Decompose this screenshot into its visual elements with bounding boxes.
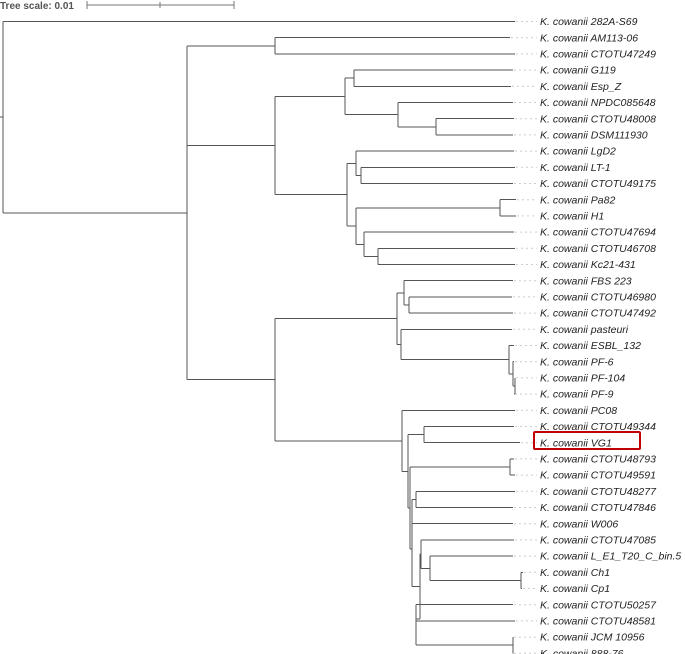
leaf-label: K. cowanii H1	[540, 211, 604, 223]
leaf-label: K. cowanii CTOTU48277	[540, 486, 657, 498]
leaf-label: K. cowanii DSM111930	[540, 130, 648, 142]
leaf-label: K. cowanii PF-9	[540, 389, 614, 401]
tree-scale-label: Tree scale: 0.01	[0, 1, 74, 12]
leaf-label: K. cowanii LT-1	[540, 162, 611, 174]
leaf-label: K. cowanii CTOTU47249	[540, 49, 656, 61]
leaf-label: K. cowanii L_E1_T20_C_bin.5	[540, 551, 681, 563]
leaf-label: K. cowanii Kc21-431	[540, 259, 636, 271]
leaf-label: K. cowanii CTOTU50257	[540, 599, 657, 611]
leaf-guides	[511, 21, 537, 654]
leaf-label: K. cowanii CTOTU48581	[540, 616, 656, 628]
leaf-label: K. cowanii PC08	[540, 405, 617, 417]
leaf-label: K. cowanii AM113-06	[540, 32, 638, 44]
tree-branches	[0, 21, 523, 654]
leaf-label: K. cowanii G119	[540, 65, 616, 77]
leaf-label: K. cowanii CTOTU48793	[540, 454, 656, 466]
scale-legend: Tree scale: 0.01	[0, 1, 235, 12]
leaf-label: K. cowanii CTOTU47085	[540, 535, 656, 547]
leaf-label: K. cowanii LgD2	[540, 146, 616, 158]
highlighted-leaf-label: K. cowanii VG1	[540, 437, 612, 449]
leaf-label: K. cowanii pasteuri	[540, 324, 629, 336]
leaf-label: K. cowanii CTOTU46708	[540, 243, 656, 255]
leaf-label: K. cowanii Ch1	[540, 567, 610, 579]
leaf-label: K. cowanii ESBL_132	[540, 340, 641, 352]
leaf-label: K. cowanii PF-6	[540, 356, 614, 368]
leaf-label: K. cowanii 282A-S69	[540, 16, 638, 28]
highlight-box	[533, 431, 641, 450]
leaf-label: K. cowanii 888-76	[540, 648, 624, 654]
leaf-label: K. cowanii CTOTU49175	[540, 178, 656, 190]
leaf-label: K. cowanii W006	[540, 518, 618, 530]
leaf-labels: K. cowanii 282A-S69 K. cowanii AM113-06K.…	[540, 16, 681, 654]
leaf-label: K. cowanii Pa82	[540, 194, 615, 206]
leaf-label: K. cowanii NPDC085648	[540, 97, 656, 109]
leaf-label: K. cowanii PF-104	[540, 373, 625, 385]
leaf-label: K. cowanii CTOTU49591	[540, 470, 656, 482]
leaf-label: K. cowanii CTOTU49344	[540, 421, 656, 433]
leaf-label: K. cowanii CTOTU47492	[540, 308, 656, 320]
leaf-label: K. cowanii FBS 223	[540, 275, 632, 287]
leaf-label: K. cowanii CTOTU47694	[540, 227, 656, 239]
leaf-label: K. cowanii JCM 10956	[540, 632, 645, 644]
leaf-label: K. cowanii CTOTU46980	[540, 292, 656, 304]
leaf-label: K. cowanii Cp1	[540, 583, 610, 595]
leaf-label: K. cowanii Esp_Z	[540, 81, 622, 93]
leaf-label: K. cowanii CTOTU48008	[540, 113, 656, 125]
leaf-label: K. cowanii CTOTU47846	[540, 502, 656, 514]
